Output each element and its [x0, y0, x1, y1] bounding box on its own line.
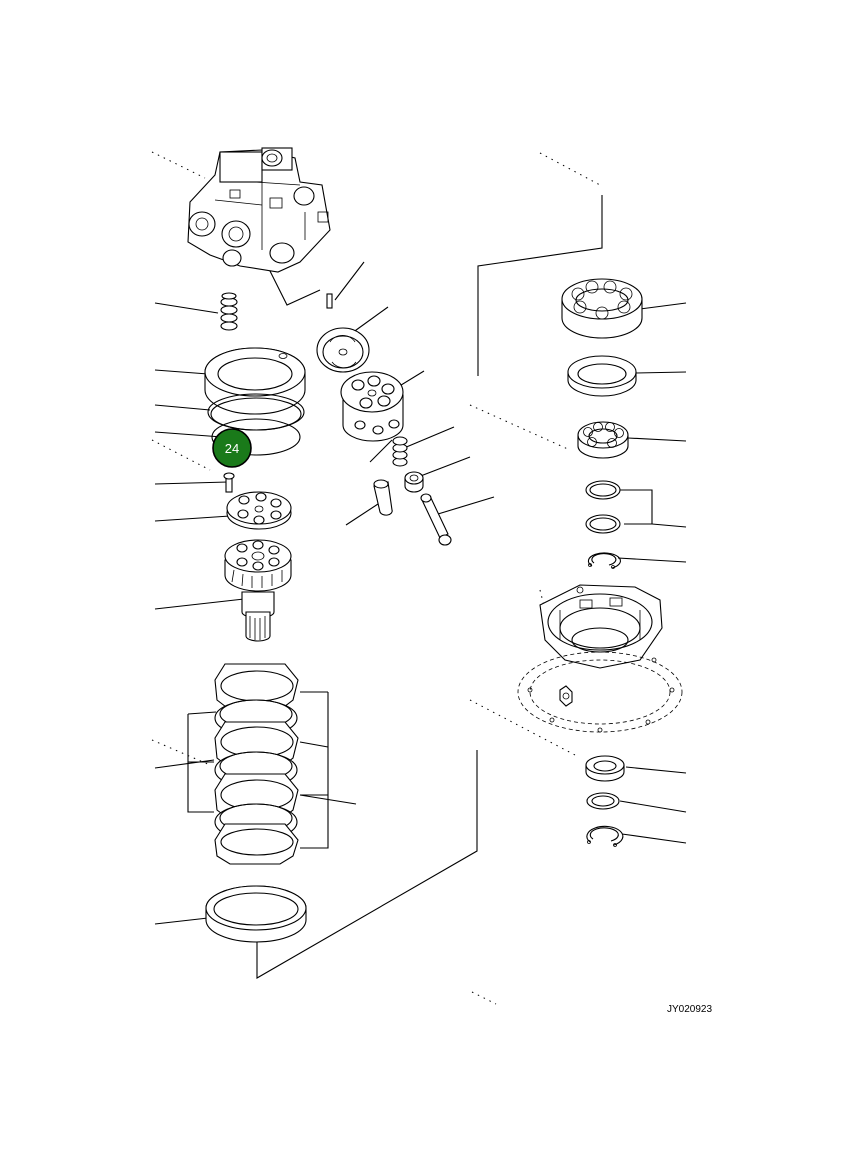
- callout-24-badge[interactable]: 24: [212, 428, 252, 468]
- drawing-code: JY020923: [667, 1004, 712, 1015]
- bottom-seal-ring: [205, 885, 307, 943]
- roller-bearing-small: [577, 421, 629, 459]
- spring-part: [220, 292, 238, 331]
- valve-block: [187, 147, 331, 273]
- bearing-lower: [585, 755, 625, 782]
- snap-ring-upper: [587, 552, 621, 569]
- retainer-plate: [226, 491, 292, 530]
- seal-ring-large: [204, 347, 306, 415]
- leader-lines: [154, 195, 687, 979]
- bolt-small: [223, 472, 235, 493]
- piston-left: [373, 479, 393, 516]
- phantom-lines: [151, 151, 601, 1005]
- o-rings-upper: [207, 393, 305, 456]
- snap-ring-lower: [586, 825, 624, 847]
- piston-collar: [404, 471, 424, 493]
- o-rings-right: [585, 480, 621, 534]
- friction-plates: [214, 663, 299, 865]
- callout-24-label: 24: [225, 441, 239, 456]
- bearing-race: [567, 355, 637, 397]
- roller-bearing-large: [561, 278, 643, 339]
- cylinder-block: [340, 371, 404, 442]
- piston-rod: [420, 493, 452, 546]
- valve-plate: [316, 293, 370, 373]
- piston-spring: [392, 436, 408, 467]
- shaft-with-gear: [224, 539, 292, 642]
- motor-housing: [517, 584, 683, 733]
- seal-lower: [586, 792, 620, 810]
